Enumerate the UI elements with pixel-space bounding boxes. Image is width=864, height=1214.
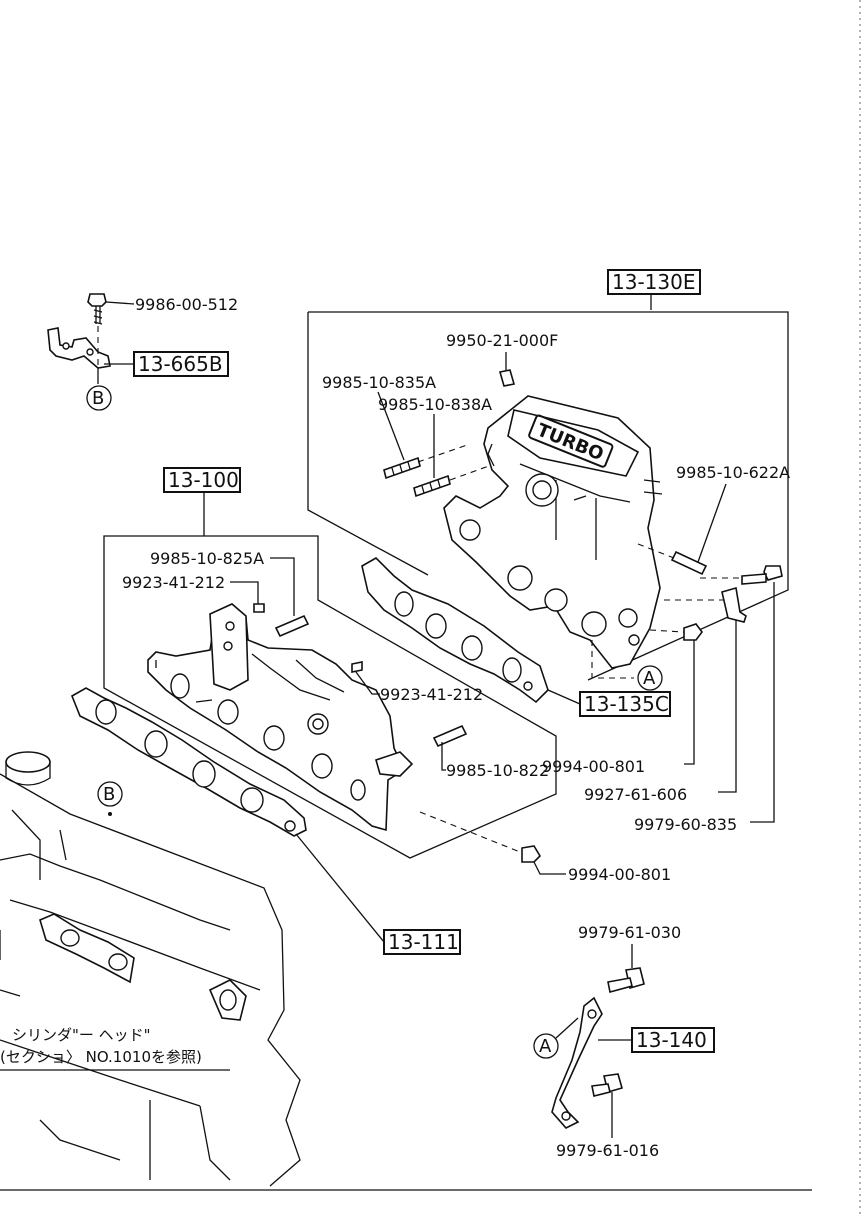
circle-a-bracket-icon [533, 1033, 559, 1059]
ref-label-lower-manifold: 13-100 [168, 468, 239, 492]
bracket-a-part [551, 996, 603, 1129]
part-number-plug-1: 9923-41-212 [122, 573, 225, 592]
circle-b-top-icon [86, 385, 112, 411]
gasket-lower-group: 13-111 [70, 687, 461, 955]
ref-label-bracket-b: 13-665B [138, 352, 223, 376]
ref-box-gasket-lower [383, 929, 461, 955]
gasket-upper-group: 13-135C [361, 557, 671, 717]
ref-box-gasket-upper [579, 691, 671, 717]
note-line-2: (セクショ〉 NO.1010を参照) [0, 1048, 202, 1066]
ref-label-gasket-lower: 13-111 [388, 930, 459, 954]
circle-b-engine-icon [97, 781, 123, 807]
part-number-bolt-2: 9979-61-030 [578, 923, 681, 942]
circle-label-b-engine: B [103, 784, 115, 805]
part-number-stud-2: 9985-10-835A [322, 373, 436, 392]
part-number-stud-4: 9985-10-622A [676, 463, 790, 482]
note-line-1: シリンダ"ー ヘッド" [12, 1026, 151, 1044]
part-number-nut-1: 9994-00-801 [542, 757, 645, 776]
circle-label-a-bracket: A [539, 1036, 552, 1057]
part-number-bolt-1: 9979-60-835 [634, 815, 737, 834]
circle-label-b-top: B [92, 388, 104, 409]
cylinder-head-group: B シリンダ"ー ヘッド" (セクショ〉 NO.1010を参照) [0, 751, 301, 1187]
circle-label-a-upper: A [643, 668, 656, 689]
ref-label-bracket-a: 13-140 [636, 1028, 707, 1052]
part-number-stud-6: 9985-10-822 [446, 761, 549, 780]
ref-box-bracket-b [133, 351, 229, 377]
small-bracket-icon [721, 586, 747, 623]
part-number-bolt-top: 9986-00-512 [135, 295, 238, 314]
part-number-bolt-3: 9979-61-016 [556, 1141, 659, 1160]
lower-manifold-group: 13-100 9985-10-825A 9923-41-212 9923-41-… [103, 467, 671, 884]
ref-box-bracket-a [631, 1027, 715, 1053]
ref-label-gasket-upper: 13-135C [584, 692, 669, 716]
bracket-b-part [47, 327, 111, 369]
ref-label-upper-manifold: 13-130E [612, 270, 695, 294]
nut-icon [683, 623, 703, 641]
nut-lower-icon [521, 845, 542, 863]
part-number-stud-1: 9950-21-000F [446, 331, 558, 350]
bolt-top-icon [87, 293, 107, 307]
stud-icon [383, 456, 451, 498]
part-number-stud-5: 9985-10-825A [150, 549, 264, 568]
circle-a-upper-icon [637, 665, 663, 691]
bolt-right-icon [763, 565, 783, 581]
part-number-bracket-1: 9927-61-606 [584, 785, 687, 804]
part-number-nut-2: 9994-00-801 [568, 865, 671, 884]
ref-box-upper-manifold [607, 269, 701, 295]
lower-manifold-bracket-frame [103, 535, 557, 859]
bracket-b-group: 9986-00-512 13-665B B [47, 293, 238, 411]
ref-box-lower-manifold [163, 467, 241, 493]
part-number-stud-3: 9985-10-838A [378, 395, 492, 414]
right-hardware-group: 9994-00-801 9927-61-606 9979-60-835 [542, 565, 783, 834]
oil-cap-icon [5, 751, 51, 773]
part-number-plug-2: 9923-41-212 [380, 685, 483, 704]
upper-manifold-group: 13-130E 9950-21-000F 9985-10-835A 9985-1… [307, 269, 790, 681]
bracket-a-group: 9979-61-030 13-140 A 9979-61-016 [533, 923, 715, 1160]
